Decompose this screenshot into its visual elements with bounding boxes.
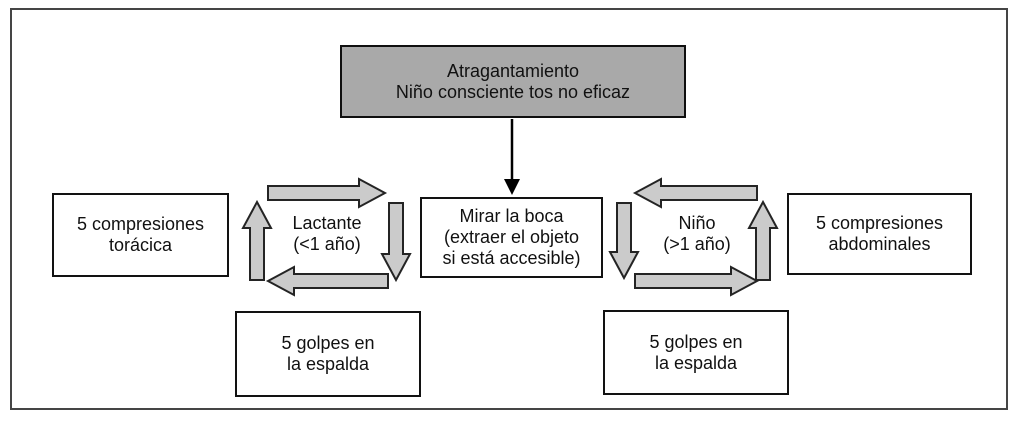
label-nino-line-1: Niño [678,213,716,233]
title-line-2: Niño consciente tos no eficaz [395,81,631,102]
chest-line-1: 5 compresiones [76,214,205,234]
box-golpes-espalda-lactante: 5 golpes en la espalda [235,311,421,397]
diagram-outer-frame [10,8,1008,410]
center-line-3: si está accesible) [442,248,581,268]
abdominal-line-1: 5 compresiones [815,213,944,233]
box-compresiones-toracicas: 5 compresiones torácica [52,193,229,277]
back-left-line-2: la espalda [286,354,370,374]
box-mirar-la-boca: Mirar la boca (extraer el objeto si está… [420,197,603,278]
chest-line-2: torácica [108,235,173,255]
label-lactante: Lactante (<1 año) [268,213,386,255]
label-nino: Niño (>1 año) [638,213,756,255]
label-lactante-line-1: Lactante [292,213,362,233]
back-right-line-1: 5 golpes en [649,331,743,352]
abdominal-line-2: abdominales [828,234,931,254]
box-golpes-espalda-nino: 5 golpes en la espalda [603,310,789,395]
back-right-line-2: la espalda [654,352,738,373]
label-nino-line-2: (>1 año) [663,234,731,254]
center-line-1: Mirar la boca [459,206,564,226]
box-atragantamiento: Atragantamiento Niño consciente tos no e… [340,45,686,118]
box-compresiones-abdominales: 5 compresiones abdominales [787,193,972,275]
label-lactante-line-2: (<1 año) [293,234,361,254]
center-line-2: (extraer el objeto [443,227,580,247]
title-line-1: Atragantamiento [446,60,580,81]
back-left-line-1: 5 golpes en [281,333,375,353]
